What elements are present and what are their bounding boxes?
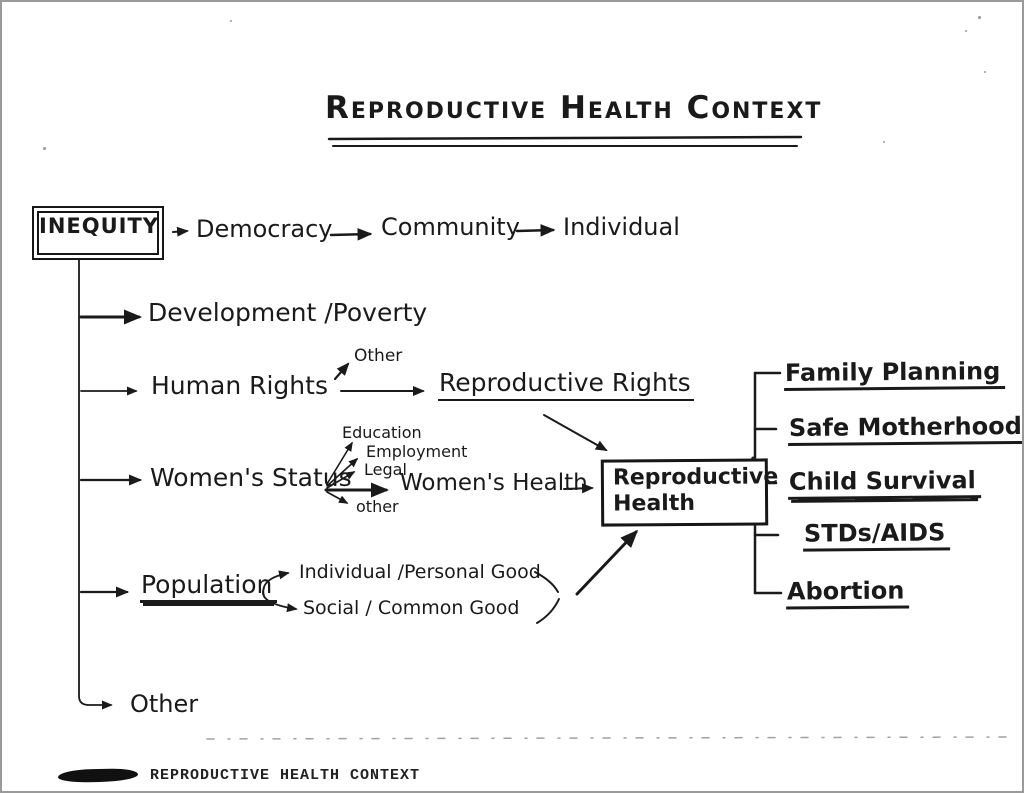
- node-factor-other: other: [356, 497, 399, 516]
- outcome-abortion: Abortion: [785, 576, 910, 610]
- reproductive-health-line1: Reproductive: [612, 464, 779, 491]
- scan-speck: [230, 20, 232, 22]
- node-democracy: Democracy: [196, 215, 333, 243]
- inequity-node: INEQUITY: [32, 206, 164, 260]
- node-factor-legal: Legal: [364, 460, 407, 479]
- human-rights-arrows: [335, 362, 608, 450]
- footer-caption: REPRODUCTIVE HEALTH CONTEXT: [150, 767, 421, 784]
- scan-artifact-line: [207, 737, 1014, 739]
- diagram-title: Reproductive Health Context: [325, 90, 823, 126]
- node-community: Community: [381, 213, 520, 241]
- outcome-child-survival: Child Survival: [787, 466, 981, 500]
- scan-speck: [43, 147, 46, 150]
- node-individual-personal-good: Individual /Personal Good: [299, 561, 541, 583]
- outcome-family-planning: Family Planning: [783, 357, 1006, 391]
- inequity-spine: [79, 248, 113, 710]
- node-womens-status: Women's Status: [150, 463, 352, 492]
- spine-branch-arrows: [81, 309, 143, 598]
- node-population: Population: [140, 570, 278, 603]
- reproductive-health-node: Reproductive Health: [600, 458, 779, 527]
- node-social-common-good: Social / Common Good: [303, 597, 520, 619]
- inequity-label: INEQUITY: [39, 214, 159, 238]
- outcome-stds-aids: STDs/AIDS: [802, 518, 951, 552]
- reproductive-health-line2: Health: [612, 490, 696, 517]
- node-factor-education: Education: [342, 423, 422, 442]
- node-human-rights-other: Other: [354, 346, 403, 366]
- node-other: Other: [130, 690, 199, 718]
- node-reproductive-rights: Reproductive Rights: [438, 368, 694, 401]
- scan-speck: [965, 30, 967, 32]
- node-individual: Individual: [563, 213, 680, 241]
- node-factor-employment: Employment: [366, 442, 468, 461]
- scan-speck: [984, 71, 986, 73]
- node-development-poverty: Development /Poverty: [148, 298, 428, 327]
- womens-status-fan: [326, 441, 594, 503]
- scan-speck: [978, 16, 981, 19]
- node-womens-health: Women's Health: [400, 470, 588, 496]
- outcome-safe-motherhood: Safe Motherhood: [787, 411, 1022, 447]
- title-underline: [329, 137, 801, 146]
- scan-speck: [883, 141, 885, 143]
- node-human-rights: Human Rights: [151, 371, 328, 400]
